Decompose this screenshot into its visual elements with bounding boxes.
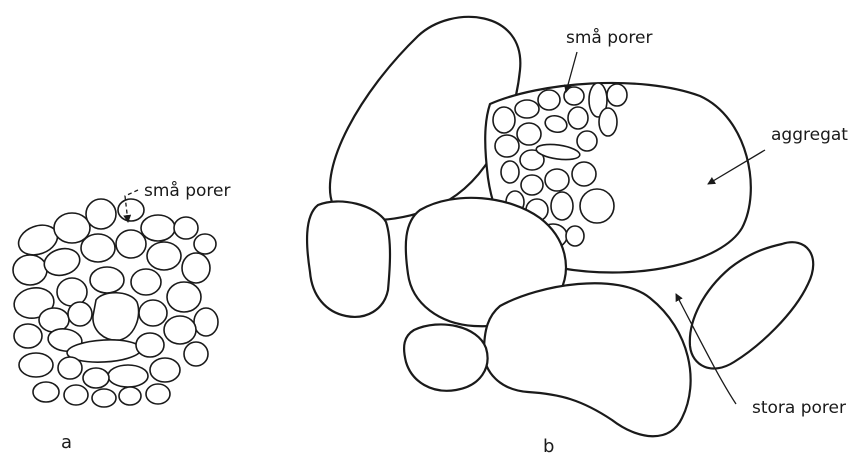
panel-b-small-pores-label: små porer xyxy=(566,27,653,48)
panel-a-letter: a xyxy=(61,432,72,453)
large-particle-right xyxy=(690,242,813,368)
aggregate-label: aggregat xyxy=(771,125,848,145)
panel-a-small-pores-label: små porer xyxy=(144,180,231,201)
small-particle-bottom-left xyxy=(404,324,487,390)
large-particle-bottom xyxy=(484,283,691,436)
large-pores-label: stora porer xyxy=(752,398,846,418)
panel-b-letter: b xyxy=(543,436,554,456)
panel-a-particle-cluster xyxy=(12,199,218,407)
large-particle-left-middle xyxy=(307,201,390,316)
